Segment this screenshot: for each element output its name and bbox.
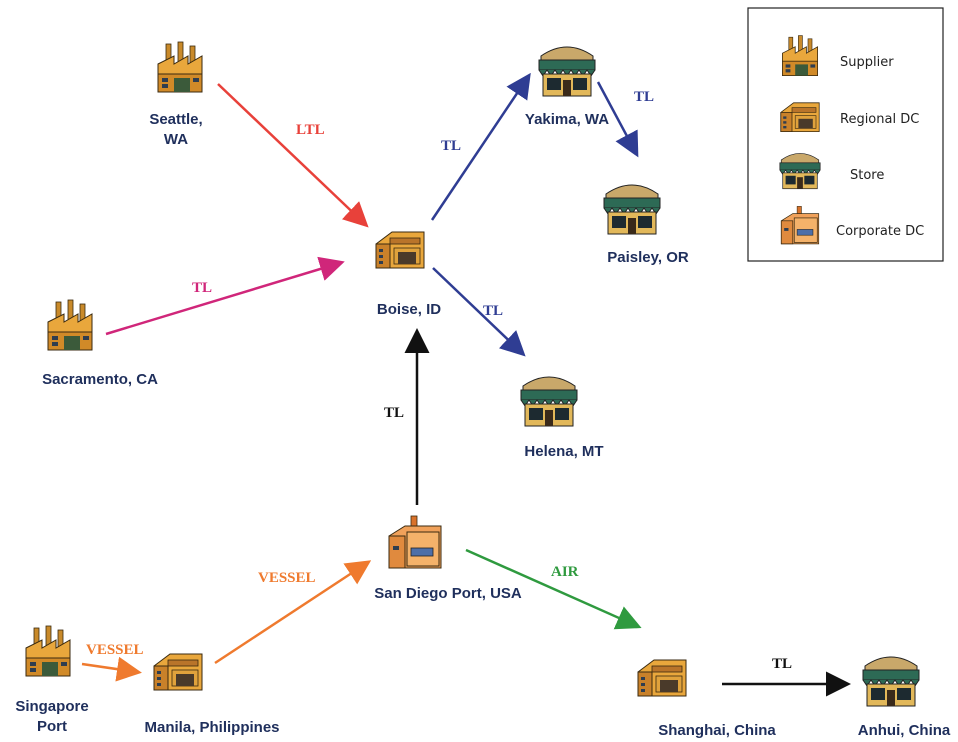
legend-item-regional-dc: Regional DC [780,102,919,132]
edge-label-tl: TL [772,656,792,672]
legend-item-store: Store [779,153,884,190]
edge-label-tl: TL [441,138,461,154]
node-seattle: Seattle, WA [149,41,203,148]
node-label: San Diego Port, USA [374,585,522,602]
edge-label-tl: TL [483,303,503,319]
supplier-icon [157,41,203,93]
node-boise: Boise, ID [375,231,441,318]
edge-boise-yakima: TL [430,72,531,221]
regional-dc-icon [637,659,687,697]
node-label: Sacramento, CA [42,371,158,388]
node-anhui: Anhui, China [858,656,951,739]
supplier-icon [47,299,93,351]
legend-label: Supplier [840,55,894,70]
store-icon [603,184,661,235]
node-label: Seattle, [149,111,202,128]
legend-item-corporate-dc: Corporate DC [780,206,924,245]
node-label: Boise, ID [377,301,441,318]
node-label: Paisley, OR [607,249,689,266]
node-label: WA [164,131,188,148]
edge-label-air: AIR [551,564,579,580]
edge-seattle-boise: LTL [217,83,369,228]
store-icon [538,46,596,97]
edge-label-ltl: LTL [296,122,325,138]
supplier-icon [25,625,71,677]
legend-label: Store [850,168,884,183]
edge-shanghai-anhui: TL [722,656,851,697]
edge-sandiego-boise: TL [384,328,430,505]
node-helena: Helena, MT [520,376,604,460]
node-label: Yakima, WA [525,111,609,128]
legend-label: Corporate DC [836,224,924,239]
node-yakima: Yakima, WA [525,46,609,128]
edge-manila-sandiego: VESSEL [214,560,372,665]
legend-label: Regional DC [840,112,919,127]
legend: Supplier Regional DC Store Corporate DC [747,7,944,262]
legend-box [747,7,944,262]
regional-dc-icon [153,653,203,691]
node-sandiego: San Diego Port, USA [374,515,522,602]
corporate-dc-icon [388,515,442,569]
node-label: Helena, MT [524,443,603,460]
edge-sandiego-shanghai: AIR [465,548,642,630]
regional-dc-icon [375,231,425,269]
node-label: Anhui, China [858,722,951,739]
node-manila: Manila, Philippines [144,653,280,736]
node-singapore: Singapore Port [15,625,89,735]
legend-item-supplier: Supplier [782,35,894,76]
node-shanghai: Shanghai, China [637,659,776,739]
edge-label-tl: TL [634,89,654,105]
node-label: Singapore [15,698,88,715]
node-paisley: Paisley, OR [603,184,689,266]
edge-label-vessel: VESSEL [258,570,316,586]
node-label: Shanghai, China [658,722,776,739]
edge-yakima-paisley: TL [596,81,654,158]
edge-label-tl: TL [384,405,404,421]
node-label: Port [37,718,67,735]
node-sacramento: Sacramento, CA [42,299,158,388]
edge-sacramento-boise: TL [105,256,345,336]
edge-label-tl: TL [192,280,212,296]
edge-boise-helena: TL [432,267,526,357]
store-icon [862,656,920,707]
node-label: Manila, Philippines [144,719,279,736]
store-icon [779,153,821,190]
edge-label-vessel: VESSEL [86,642,144,658]
edge-singapore-manila: VESSEL [81,642,144,682]
store-icon [520,376,578,427]
